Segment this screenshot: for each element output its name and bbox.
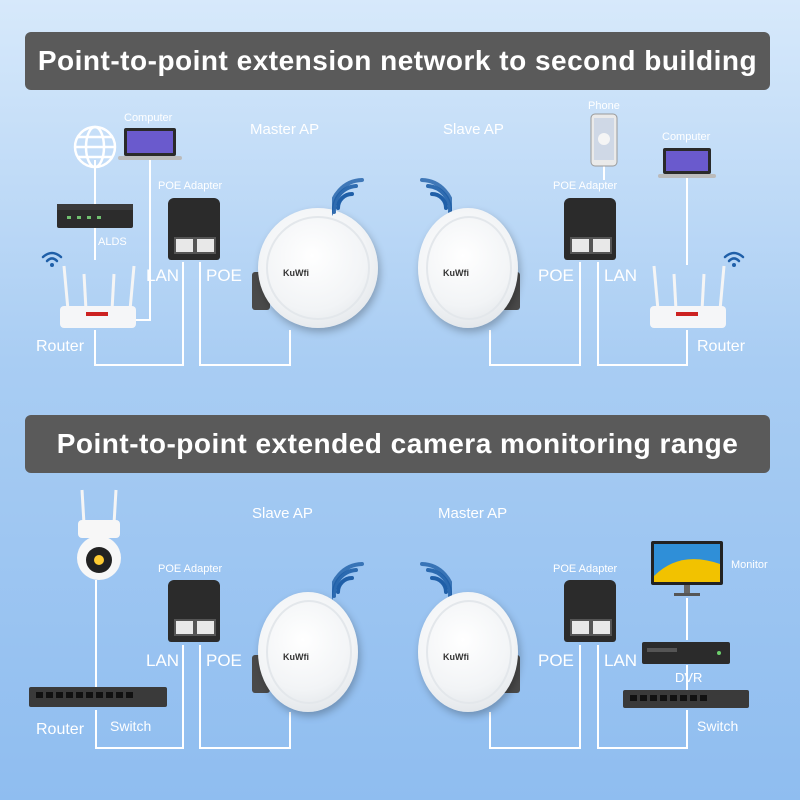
access-point-icon: [418, 592, 518, 712]
wire-switch-poe: [95, 645, 184, 749]
laptop-icon: [118, 128, 182, 160]
wifi-signal-icon: [420, 178, 452, 216]
lan-label-right-2: LAN: [604, 651, 638, 670]
alds-switch-icon: [57, 204, 133, 228]
wifi-signal-icon: [332, 178, 364, 216]
slave-ap-label-2: Slave AP: [252, 505, 313, 522]
monitor-label: Monitor: [731, 559, 768, 571]
wire-router-poe: [94, 262, 184, 366]
poe-label-left: POE: [206, 266, 242, 285]
wifi-signal-icon: [420, 562, 452, 600]
poe-adapter-icon: [168, 198, 220, 260]
dvr-label: DVR: [675, 670, 703, 685]
poe-label-right: POE: [538, 266, 574, 285]
wire-poe-ap: [199, 262, 291, 366]
router-icon: [650, 265, 726, 328]
computer-label-left: Computer: [124, 112, 173, 124]
wire-poe-router-right: [597, 262, 688, 366]
access-point-icon: [258, 592, 358, 712]
router-label-2: Router: [36, 721, 85, 738]
wifi-icon: [41, 251, 63, 267]
alds-label: ALDS: [98, 236, 127, 248]
phone-label: Phone: [588, 100, 620, 112]
lan-label-left-2: LAN: [146, 651, 180, 670]
poe-adapter-label-left: POE Adapter: [158, 180, 223, 192]
wire-poe-switch-right: [597, 645, 688, 749]
laptop-icon: [658, 148, 716, 178]
camera-icon: [77, 489, 121, 580]
ap-brand: KuWfi: [443, 268, 469, 278]
poe-adapter-icon: [168, 580, 220, 642]
switch-label-left: Switch: [110, 718, 152, 734]
ap-brand: KuWfi: [283, 268, 309, 278]
lan-label-left: LAN: [146, 266, 180, 285]
access-point-icon: [258, 208, 378, 328]
wifi-signal-icon: [332, 562, 364, 600]
poe-adapter-label-left-2: POE Adapter: [158, 563, 223, 575]
wifi-icon: [723, 251, 745, 267]
wire-ap-poe-right-2: [489, 645, 581, 749]
wire-ap-poe-right: [489, 262, 581, 366]
master-ap-label: Master AP: [250, 121, 320, 138]
poe-label-right-2: POE: [538, 651, 574, 670]
phone-icon: [590, 113, 618, 167]
router-label-left: Router: [36, 338, 85, 355]
master-ap-label-2: Master AP: [438, 505, 508, 522]
poe-label-left-2: POE: [206, 651, 242, 670]
ap-brand: KuWfi: [443, 652, 469, 662]
lan-label-right: LAN: [604, 266, 638, 285]
poe-adapter-label-right: POE Adapter: [553, 180, 618, 192]
poe-adapter-label-right-2: POE Adapter: [553, 563, 618, 575]
section2-title: Point-to-point extended camera monitorin…: [25, 415, 770, 473]
router-icon: [60, 265, 136, 328]
poe-adapter-icon: [564, 198, 616, 260]
ap-brand: KuWfi: [283, 652, 309, 662]
switch-label-right: Switch: [697, 718, 739, 734]
wire-poe-ap-2: [199, 645, 291, 749]
slave-ap-label: Slave AP: [443, 121, 504, 138]
monitor-icon: [651, 541, 723, 596]
poe-adapter-icon: [564, 580, 616, 642]
section1-title: Point-to-point extension network to seco…: [25, 32, 770, 90]
computer-label-right: Computer: [662, 131, 711, 143]
globe-icon: [73, 125, 117, 169]
router-label-right: Router: [697, 338, 746, 355]
access-point-icon: [418, 208, 518, 328]
switch-icon: [623, 690, 749, 708]
switch-icon: [29, 687, 167, 707]
dvr-icon: [642, 642, 730, 664]
